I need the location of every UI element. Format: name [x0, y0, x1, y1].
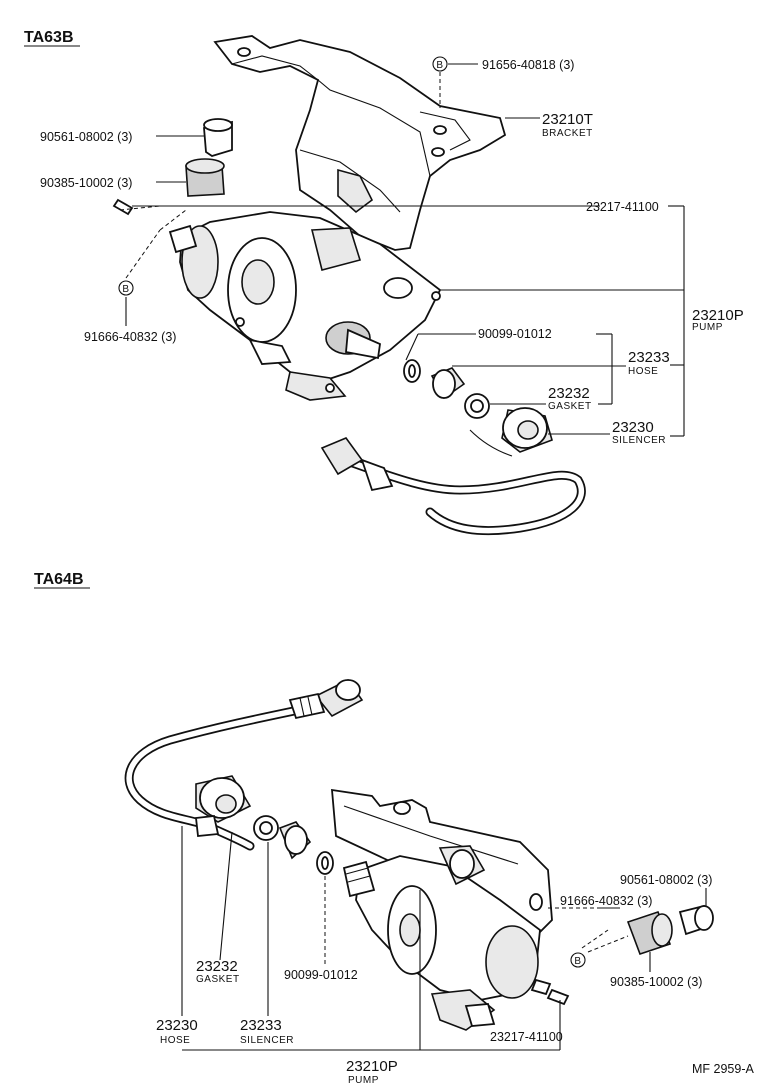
label-gasket-no-bottom: 23232	[196, 958, 238, 975]
label-gasket-name-top: GASKET	[548, 401, 592, 412]
label-23230-bottom: 23230	[156, 1017, 198, 1034]
collar-cushion-bottom	[626, 904, 714, 956]
label-23233-name-bottom: SILENCER	[240, 1035, 294, 1046]
label-pump-no-top: 23210P	[692, 307, 744, 324]
svg-text:B: B	[436, 60, 443, 71]
b-marker-bottom: B	[570, 952, 586, 968]
label-collar-bottom: 90561-08002 (3)	[620, 873, 712, 887]
label-23233-bottom: 23233	[240, 1017, 282, 1034]
b-marker-top-2: B	[118, 280, 134, 296]
section-ta63b: TA63B	[24, 29, 744, 536]
label-hose-no-top: 23233	[628, 349, 670, 366]
svg-text:B: B	[122, 284, 129, 295]
b-marker-top-1: B	[432, 56, 448, 72]
label-gasket-name-bottom: GASKET	[196, 974, 240, 985]
screw-bottom	[546, 988, 570, 1006]
label-bolt-top: 91656-40818 (3)	[482, 58, 574, 72]
label-nut-top: 91666-40832 (3)	[84, 330, 176, 344]
label-hose-name-top: HOSE	[628, 366, 658, 377]
label-cushion-top: 90385-10002 (3)	[40, 176, 132, 190]
label-pump-name-top: PUMP	[692, 322, 723, 333]
gasket-top	[464, 393, 490, 419]
section-title-top: TA63B	[24, 29, 74, 46]
hose-piece-top	[430, 367, 466, 400]
silencer-top	[501, 407, 553, 453]
label-oring-bottom: 90099-01012	[284, 968, 358, 982]
label-pump-name-bottom: PUMP	[348, 1075, 379, 1086]
label-nut-bottom: 91666-40832 (3)	[560, 894, 652, 908]
hose-piece-bottom	[278, 821, 312, 860]
label-oring-top: 90099-01012	[478, 327, 552, 341]
section-title-bottom: TA64B	[34, 571, 84, 588]
label-collar-top: 90561-08002 (3)	[40, 130, 132, 144]
screw-top	[112, 198, 134, 216]
label-clamp-top: 23217-41100	[586, 200, 659, 214]
pump-bottom	[342, 845, 552, 1031]
label-bracket-no: 23210T	[542, 111, 593, 128]
section-ta64b: TA64B	[34, 571, 714, 1086]
bracket-drawing	[213, 35, 507, 251]
label-pump-no-bottom: 23210P	[346, 1058, 398, 1075]
footer-code: MF 2959-A	[692, 1062, 754, 1076]
hose-bottom	[124, 678, 364, 851]
leaders-bottom	[181, 826, 707, 1051]
gasket-bottom	[253, 815, 279, 841]
hose-top	[320, 429, 586, 536]
svg-text:B: B	[574, 956, 581, 967]
label-silencer-name-top: SILENCER	[612, 435, 666, 446]
pump-drawing	[168, 211, 442, 401]
leaders-top	[119, 63, 685, 437]
label-23230-name-bottom: HOSE	[160, 1035, 190, 1046]
label-cushion-bottom: 90385-10002 (3)	[610, 975, 702, 989]
label-clamp-bottom: 23217-41100	[490, 1030, 563, 1044]
label-silencer-no-top: 23230	[612, 419, 654, 436]
label-bracket-name: BRACKET	[542, 128, 593, 139]
label-gasket-no-top: 23232	[548, 385, 590, 402]
silencer-bottom	[195, 775, 252, 837]
collar-cushion-top	[185, 118, 233, 197]
